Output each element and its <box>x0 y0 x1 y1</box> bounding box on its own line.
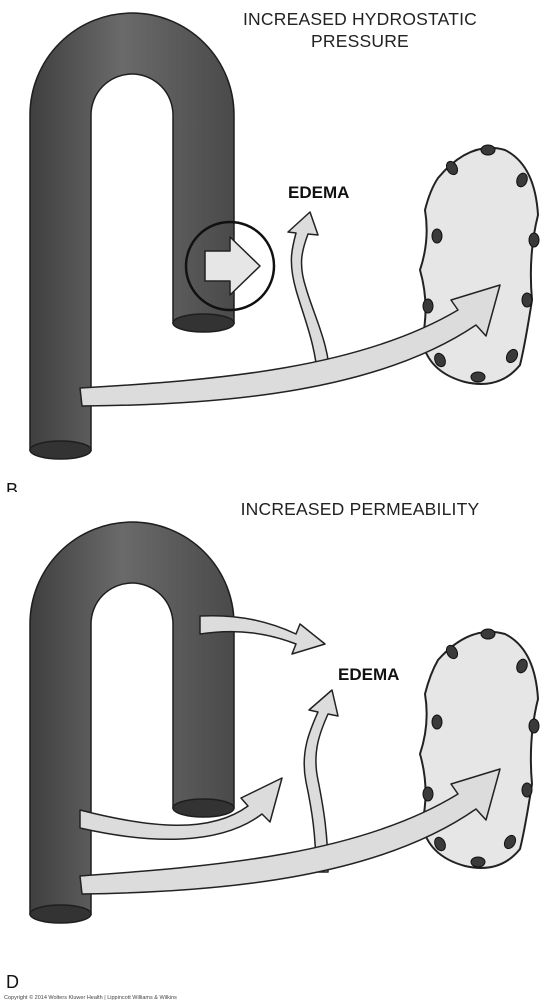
panel-d-nucleus <box>470 856 486 868</box>
panel-d-cell-nuclei <box>422 628 540 868</box>
panel-d-nucleus <box>422 786 434 802</box>
panel-d-nucleus <box>516 658 528 674</box>
panel-b-nucleus <box>445 160 459 176</box>
panel-b-title-line1: INCREASED HYDROSTATIC <box>243 9 477 29</box>
panel-d-leak-arrow-upper <box>199 614 326 655</box>
panel-d-nucleus <box>503 834 517 850</box>
panel-d-title: INCREASED PERMEABILITY <box>240 499 480 519</box>
panel-b-pressure-circle <box>184 220 276 312</box>
panel-b-nucleus <box>505 348 519 364</box>
panel-b-title: INCREASED HYDROSTATIC PRESSURE <box>200 8 520 52</box>
panel-b-vessel-opening-outlet <box>172 313 235 333</box>
panel-d-edema-label: EDEMA <box>338 665 400 684</box>
panel-d-edema-arrow <box>303 689 339 873</box>
panel-b-nucleus <box>528 232 540 248</box>
panel-b-hydrostatic: INCREASED HYDROSTATIC PRESSURE <box>6 8 540 492</box>
panel-d-blood-vessel <box>29 521 235 915</box>
panel-b-vessel-opening-inlet <box>29 440 92 460</box>
panel-b-title-line2: PRESSURE <box>311 31 409 51</box>
panel-b-diagram <box>29 12 540 460</box>
panel-d-permeability: INCREASED PERMEABILITY <box>0 494 550 994</box>
panel-d-nucleus <box>521 782 533 798</box>
panel-b-nucleus <box>422 298 434 314</box>
panel-d-vessel-opening-outlet <box>172 798 235 818</box>
panel-d-vessel-opening-inlet <box>29 904 92 924</box>
panel-b-nucleus <box>470 371 486 383</box>
panel-d-nucleus <box>480 628 496 640</box>
panel-d-leak-arrow-lower <box>79 777 283 841</box>
panel-b-edema-label: EDEMA <box>288 183 350 202</box>
panel-d-nucleus <box>445 644 459 660</box>
panel-d-nucleus <box>431 714 443 730</box>
panel-d-nucleus <box>434 836 446 852</box>
panel-b-nucleus <box>431 228 443 244</box>
copyright-notice: Copyright © 2014 Wolters Kluwer Health |… <box>4 995 177 1001</box>
panel-d-letter: D <box>6 972 19 992</box>
panel-b-flow-arrow <box>79 284 501 407</box>
panel-d-nucleus <box>528 718 540 734</box>
panel-b-letter: B <box>6 480 19 492</box>
panel-b-nucleus <box>521 292 533 308</box>
panel-d-diagram <box>29 521 540 924</box>
panel-b-nucleus <box>516 172 528 188</box>
panel-b-blood-vessel <box>29 12 235 451</box>
panel-b-nucleus <box>480 144 496 156</box>
panel-b-edema-arrow <box>287 211 331 383</box>
panel-b-cell-nuclei <box>422 144 540 383</box>
panel-d-flow-arrow <box>79 768 501 895</box>
panel-b-nucleus <box>434 352 446 368</box>
panel-b-pressure-arrow <box>204 236 261 296</box>
